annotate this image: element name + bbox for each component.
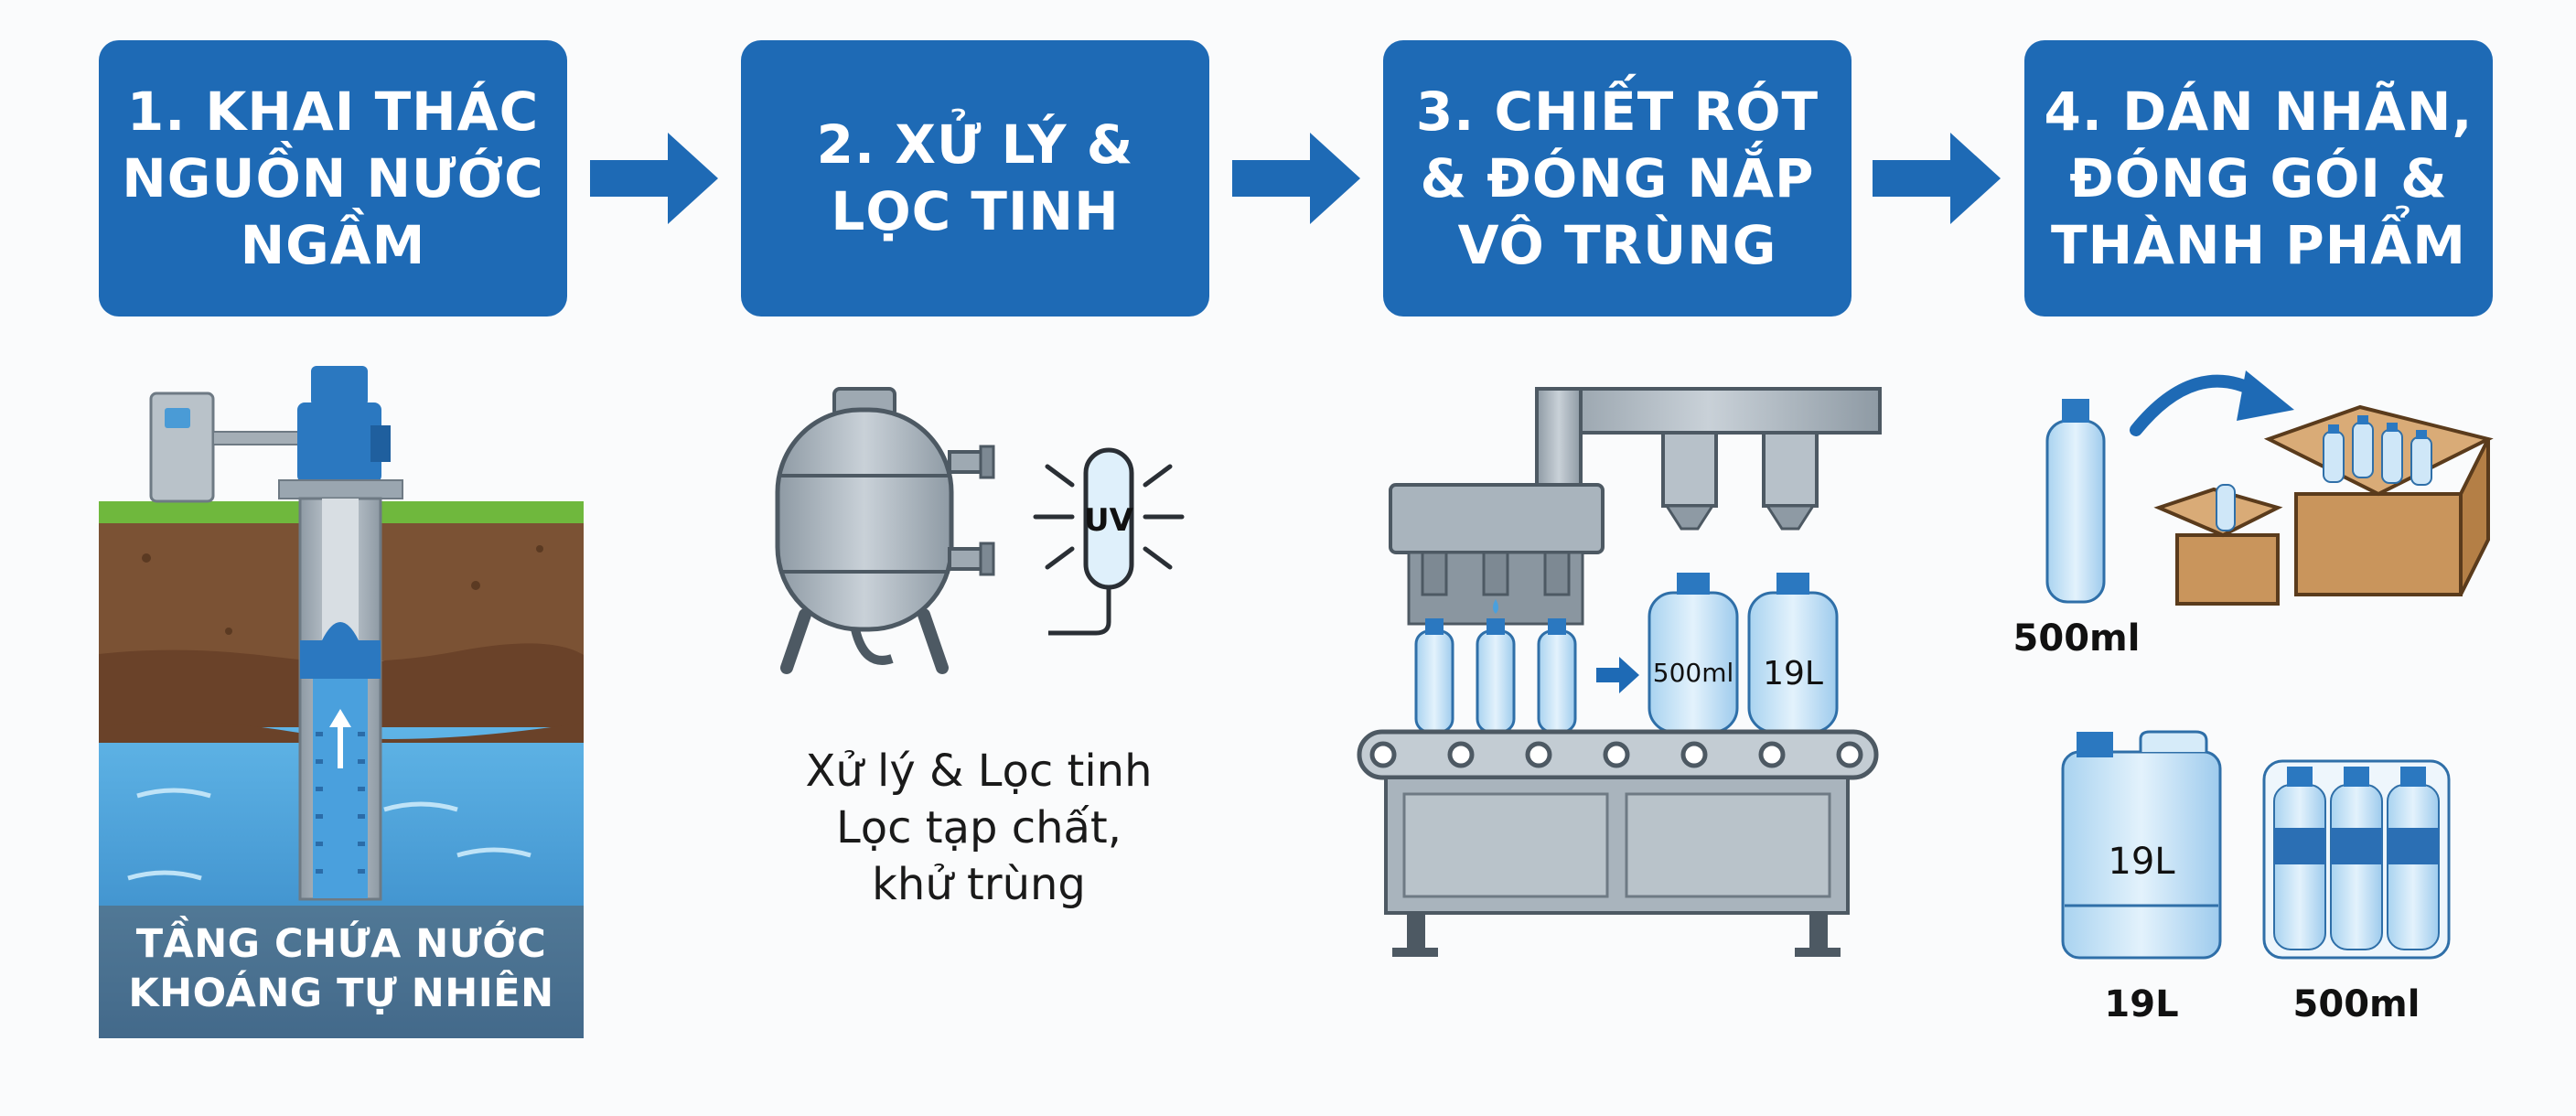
flow-arrow-1-icon	[590, 133, 718, 224]
filling-machine-illustration	[1357, 387, 1882, 957]
uv-lamp-icon	[1033, 447, 1185, 636]
step-4-box: 4. DÁN NHÃN, ĐÓNG GÓI & THÀNH PHẨM	[2024, 40, 2493, 317]
step-1-box: 1. KHAI THÁC NGUỒN NƯỚC NGẦM	[99, 40, 567, 317]
step-2-title: 2. XỬ LÝ & LỌC TINH	[816, 113, 1134, 242]
step-4-title: 4. DÁN NHÃN, ĐÓNG GÓI & THÀNH PHẨM	[2044, 80, 2474, 276]
step-1-title: 1. KHAI THÁC NGUỒN NƯỚC NGẦM	[122, 80, 544, 276]
well-illustration	[99, 366, 584, 1038]
flow-arrow-2-icon	[1232, 133, 1360, 224]
packaging-illustration	[2045, 370, 2494, 960]
jug-body-label: 19L	[2108, 841, 2175, 883]
step-3-box: 3. CHIẾT RÓT & ĐÓNG NẮP VÔ TRÙNG	[1383, 40, 1852, 317]
jug-volume-caption: 19L	[2104, 983, 2179, 1025]
filling-jug-label-19l: 19L	[1763, 655, 1823, 692]
pack-volume-caption: 500ml	[2292, 983, 2420, 1025]
uv-label: UV	[1084, 502, 1134, 539]
step-2-box: 2. XỬ LÝ & LỌC TINH	[741, 40, 1209, 317]
step-3-title: 3. CHIẾT RÓT & ĐÓNG NẮP VÔ TRÙNG	[1415, 80, 1819, 276]
filling-jug-label-500ml: 500ml	[1653, 658, 1734, 688]
filter-tank-illustration	[775, 387, 995, 674]
flow-arrow-3-icon	[1873, 133, 2001, 224]
aquifer-label: TẦNG CHỨA NƯỚC KHOÁNG TỰ NHIÊN	[128, 921, 554, 1016]
small-bottle-volume-label: 500ml	[2012, 617, 2141, 660]
filtration-caption: Xử lý & Lọc tinh Lọc tạp chất, khử trùng	[805, 746, 1153, 910]
